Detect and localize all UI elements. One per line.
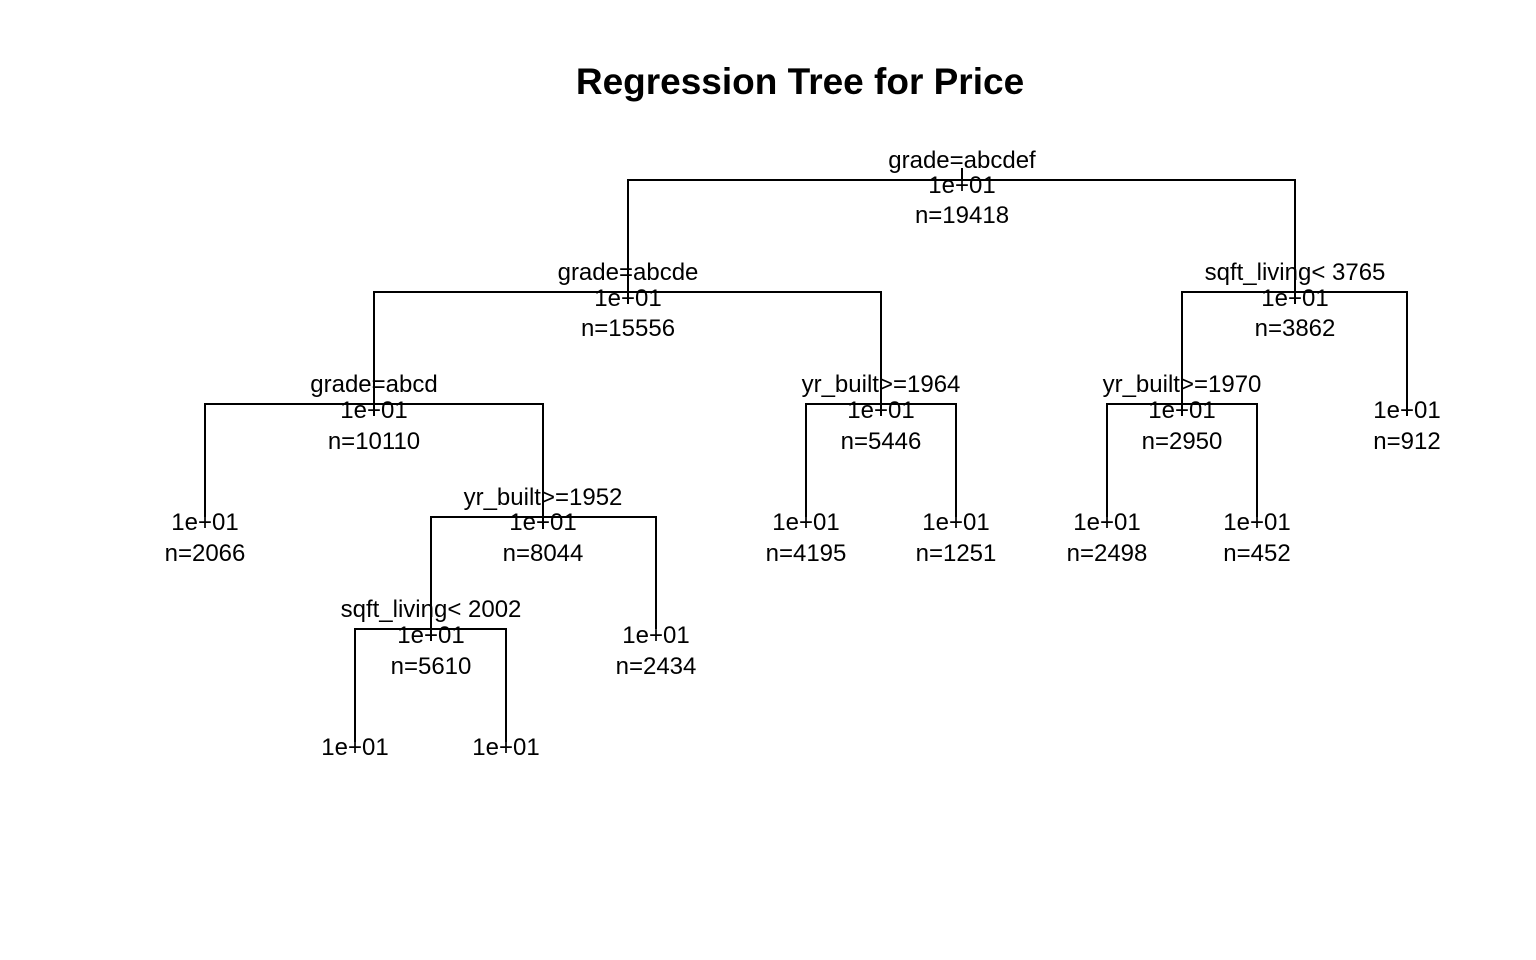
split-label: yr_built>=1964	[802, 371, 961, 398]
edge-l	[373, 291, 882, 416]
leaf-rlr: 1e+01 n=452	[1223, 509, 1290, 567]
node-value: 1e+01	[509, 509, 576, 536]
node-count: n=2950	[1142, 428, 1223, 455]
nodes: grade=abcdef 1e+01 n=19418 grade=abcde 1…	[165, 147, 1441, 761]
node-value: 1e+01	[772, 509, 839, 536]
node-l: grade=abcde 1e+01 n=15556	[558, 259, 699, 342]
node-value: 1e+01	[1223, 509, 1290, 536]
node-count: n=19418	[915, 202, 1009, 229]
node-count: n=2066	[165, 540, 246, 567]
node-count: n=5446	[841, 428, 922, 455]
split-label: yr_built>=1952	[464, 484, 623, 511]
diagram-title: Regression Tree for Price	[576, 61, 1024, 102]
node-value: 1e+01	[922, 509, 989, 536]
node-llrl: sqft_living< 2002 1e+01 n=5610	[341, 596, 522, 680]
split-label: grade=abcd	[310, 371, 437, 398]
node-lr: yr_built>=1964 1e+01 n=5446	[802, 371, 961, 455]
leaf-lrl: 1e+01 n=4195	[766, 509, 847, 567]
split-label: grade=abcdef	[888, 147, 1036, 174]
node-value: 1e+01	[321, 734, 388, 761]
node-value: 1e+01	[594, 285, 661, 312]
leaf-llrlr: 1e+01	[472, 734, 539, 761]
split-label: grade=abcde	[558, 259, 699, 286]
leaf-llrll: 1e+01	[321, 734, 388, 761]
node-value: 1e+01	[622, 622, 689, 649]
edge-r	[1181, 291, 1408, 416]
leaf-lrr: 1e+01 n=1251	[916, 509, 997, 567]
node-r: sqft_living< 3765 1e+01 n=3862	[1205, 259, 1386, 342]
node-value: 1e+01	[1073, 509, 1140, 536]
edges	[204, 168, 1408, 742]
leaf-lll: 1e+01 n=2066	[165, 509, 246, 567]
node-value: 1e+01	[340, 397, 407, 424]
node-value: 1e+01	[1148, 397, 1215, 424]
edge-llr	[430, 516, 657, 641]
edge-ll	[204, 403, 544, 529]
node-count: n=2434	[616, 653, 697, 680]
edge-llrl	[354, 628, 507, 742]
node-value: 1e+01	[472, 734, 539, 761]
leaf-rll: 1e+01 n=2498	[1067, 509, 1148, 567]
node-count: n=1251	[916, 540, 997, 567]
node-value: 1e+01	[171, 509, 238, 536]
edge-lr	[805, 403, 957, 517]
node-count: n=3862	[1255, 315, 1336, 342]
node-ll: grade=abcd 1e+01 n=10110	[310, 371, 437, 455]
node-root: grade=abcdef 1e+01 n=19418	[888, 147, 1036, 229]
node-value: 1e+01	[928, 172, 995, 199]
node-count: n=4195	[766, 540, 847, 567]
node-count: n=912	[1373, 428, 1440, 455]
leaf-llrr: 1e+01 n=2434	[616, 622, 697, 680]
node-llr: yr_built>=1952 1e+01 n=8044	[464, 484, 623, 567]
split-label: sqft_living< 2002	[341, 596, 522, 623]
split-label: sqft_living< 3765	[1205, 259, 1386, 286]
edge-rl	[1106, 403, 1258, 517]
node-value: 1e+01	[1261, 285, 1328, 312]
node-value: 1e+01	[847, 397, 914, 424]
node-count: n=2498	[1067, 540, 1148, 567]
leaf-rr: 1e+01 n=912	[1373, 397, 1440, 455]
node-count: n=5610	[391, 653, 472, 680]
node-value: 1e+01	[397, 622, 464, 649]
node-count: n=15556	[581, 315, 675, 342]
node-count: n=10110	[328, 428, 420, 455]
node-count: n=452	[1223, 540, 1290, 567]
node-count: n=8044	[503, 540, 584, 567]
node-rl: yr_built>=1970 1e+01 n=2950	[1103, 371, 1262, 455]
node-value: 1e+01	[1373, 397, 1440, 424]
split-label: yr_built>=1970	[1103, 371, 1262, 398]
